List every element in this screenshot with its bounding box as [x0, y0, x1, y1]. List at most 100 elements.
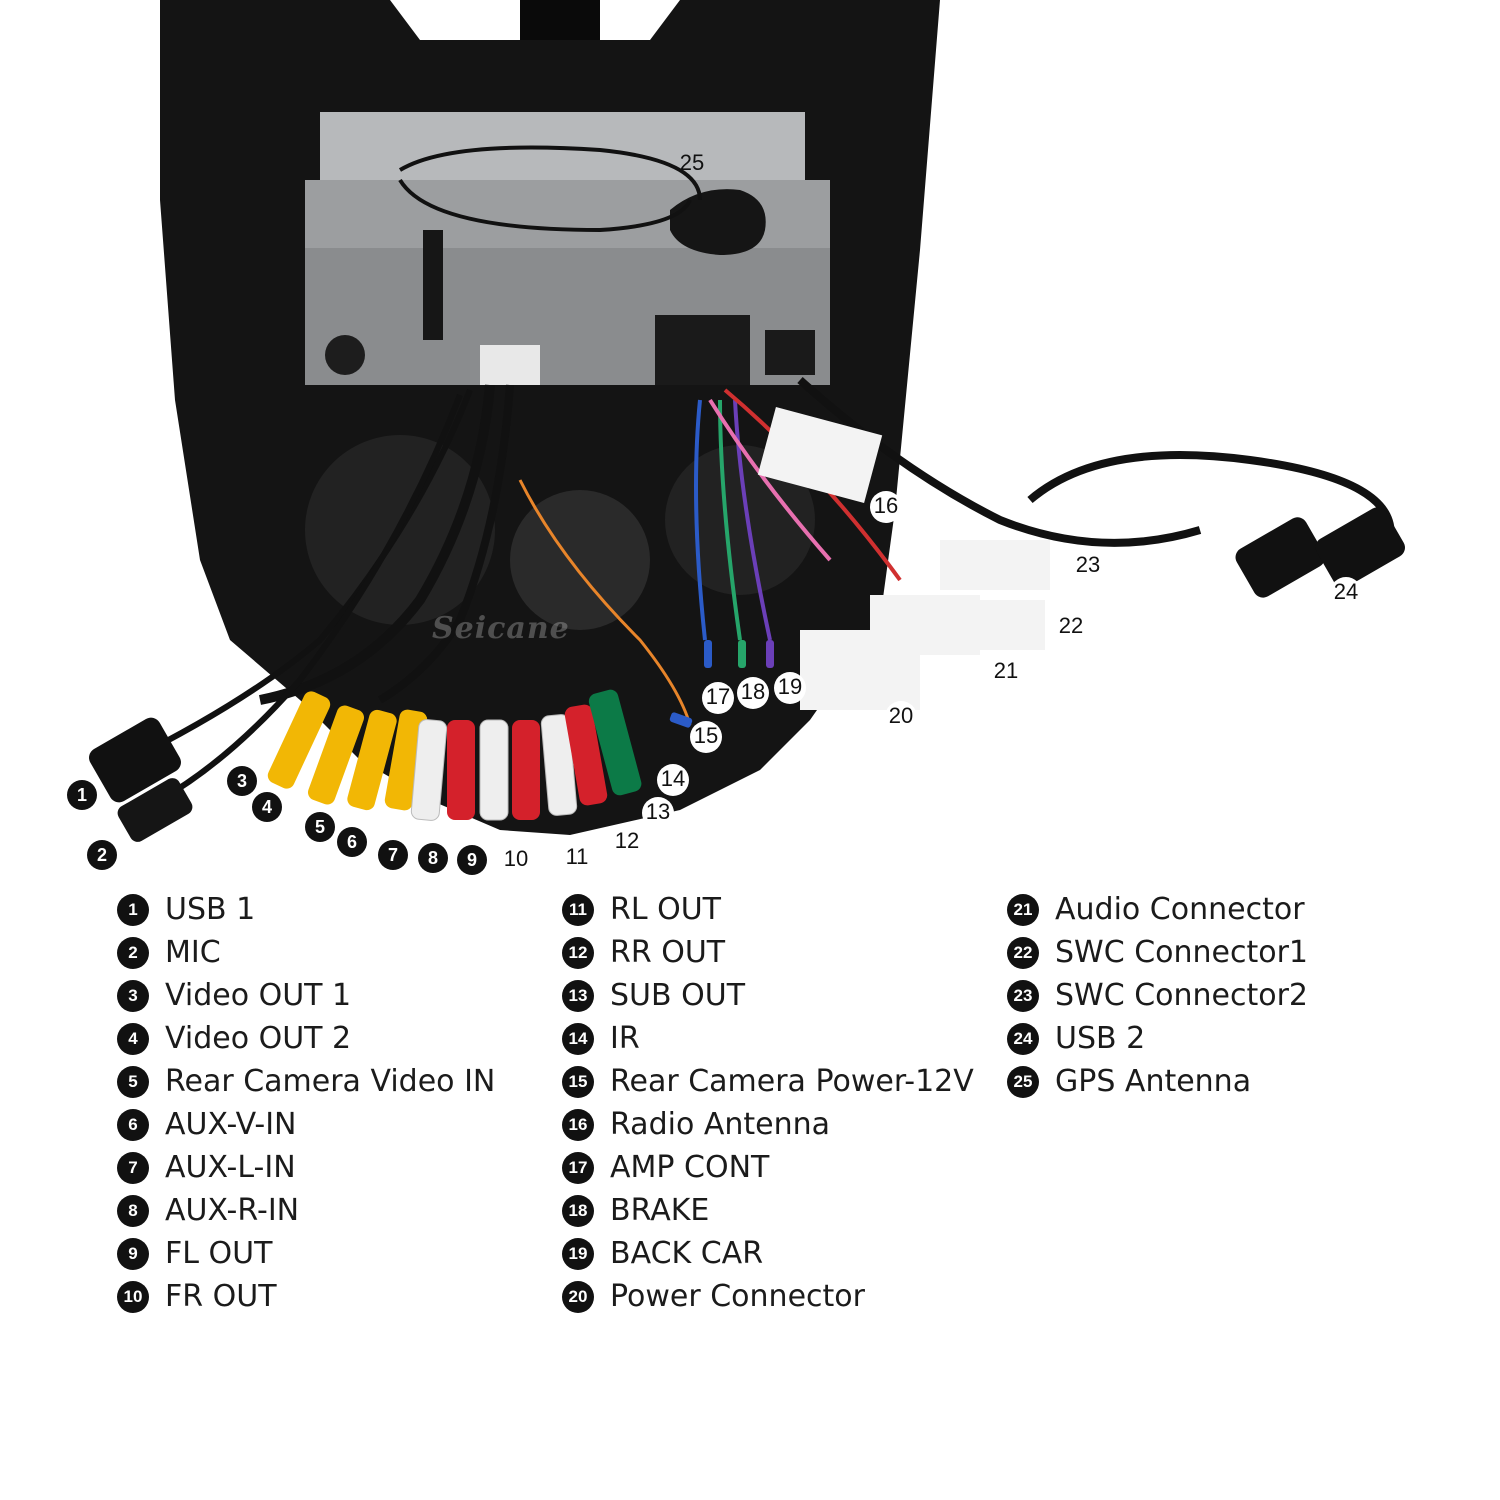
callout-12: 12: [611, 826, 643, 858]
callout-13: 13: [642, 797, 674, 829]
legend-label: Radio Antenna: [610, 1107, 831, 1142]
gps-cable: [398, 145, 702, 201]
vent-center: [510, 490, 650, 630]
mic-jack: [117, 778, 193, 842]
legend-number: 6: [117, 1108, 149, 1141]
legend-item: 25 GPS Antenna: [1007, 1060, 1308, 1103]
wire-mic: [158, 393, 463, 803]
wire-bundle-left2: [377, 384, 514, 704]
wire-bundle-left: [259, 384, 495, 705]
rca-plug-red-1: [447, 720, 475, 820]
wire-usb2-loop: [1027, 451, 1395, 541]
legend-number: 23: [1007, 979, 1039, 1012]
pin-amp-cont: [704, 640, 712, 668]
connector-swc2: [940, 540, 1050, 590]
wire-blue: [694, 399, 707, 641]
callout-21: 21: [990, 656, 1022, 688]
legend-label: Video OUT 2: [165, 1021, 352, 1056]
callout-3: 3: [227, 766, 257, 796]
legend-label: Power Connector: [610, 1279, 865, 1314]
legend-number: 13: [562, 979, 594, 1012]
rca-plug-yellow-1: [267, 691, 331, 789]
legend-label: BACK CAR: [610, 1236, 764, 1271]
callout-6: 6: [337, 827, 367, 857]
callout-16: 16: [870, 491, 902, 523]
radio-antenna-stub: [423, 230, 443, 340]
callout-5: 5: [305, 812, 335, 842]
legend-label: GPS Antenna: [1055, 1064, 1252, 1099]
usb2-end-b: [1315, 507, 1405, 588]
pin-brake: [738, 640, 746, 668]
callout-23: 23: [1072, 550, 1104, 582]
callout-17: 17: [702, 682, 734, 714]
legend-number: 2: [117, 936, 149, 969]
legend-label: IR: [610, 1021, 640, 1056]
legend-number: 25: [1007, 1065, 1039, 1098]
legend-number: 10: [117, 1280, 149, 1313]
callout-2: 2: [87, 840, 117, 870]
rca-plug-red-2: [512, 720, 540, 820]
legend-label: SWC Connector1: [1055, 935, 1309, 970]
legend-item: 2 MIC: [117, 931, 495, 974]
legend-number: 8: [117, 1194, 149, 1227]
rca-plug-red-3: [564, 704, 608, 806]
callout-8: 8: [418, 843, 448, 873]
callout-9: 9: [457, 845, 487, 875]
pin-back-car: [766, 640, 774, 668]
legend-label: RL OUT: [610, 892, 721, 927]
legend-label: Rear Camera Power-12V: [610, 1064, 974, 1099]
vent-right: [665, 445, 815, 595]
callout-7: 7: [378, 840, 408, 870]
legend-number: 15: [562, 1065, 594, 1098]
wire-green: [718, 399, 742, 641]
callout-19: 19: [774, 672, 806, 704]
rca-plug-white-1: [410, 719, 448, 821]
usb-connector-back: [765, 330, 815, 375]
callout-11: 11: [561, 842, 593, 874]
rca-plug-yellow-2: [307, 705, 365, 805]
callout-15: 15: [690, 721, 722, 753]
legend-label: AMP CONT: [610, 1150, 770, 1185]
legend-label: SWC Connector2: [1055, 978, 1309, 1013]
harness-connector-right: [655, 315, 750, 385]
callout-14: 14: [657, 764, 689, 796]
legend-label: MIC: [165, 935, 221, 970]
legend-label: FR OUT: [165, 1279, 277, 1314]
legend-number: 1: [117, 893, 149, 926]
legend-number: 24: [1007, 1022, 1039, 1055]
rca-plug-yellow-4: [384, 709, 428, 811]
legend-item: 11 RL OUT: [562, 888, 974, 931]
usb1-end: [89, 717, 181, 803]
legend-number: 4: [117, 1022, 149, 1055]
rca-plug-white-3: [540, 714, 578, 816]
connector-power: [800, 630, 920, 710]
legend-number: 3: [117, 979, 149, 1012]
rca-plug-yellow-3: [347, 709, 397, 811]
wire-violet: [733, 399, 772, 641]
gps-antenna: [670, 189, 766, 255]
legend-label: AUX-L-IN: [165, 1150, 296, 1185]
legend-number: 18: [562, 1194, 594, 1227]
legend-label: Audio Connector: [1055, 892, 1305, 927]
legend-label: BRAKE: [610, 1193, 710, 1228]
frame-top-bracket: [520, 0, 600, 40]
rca-plug-white-2: [479, 719, 509, 821]
legend-number: 16: [562, 1108, 594, 1141]
wire-pink: [708, 398, 832, 562]
legend-number: 9: [117, 1237, 149, 1270]
legend-number: 11: [562, 893, 594, 926]
